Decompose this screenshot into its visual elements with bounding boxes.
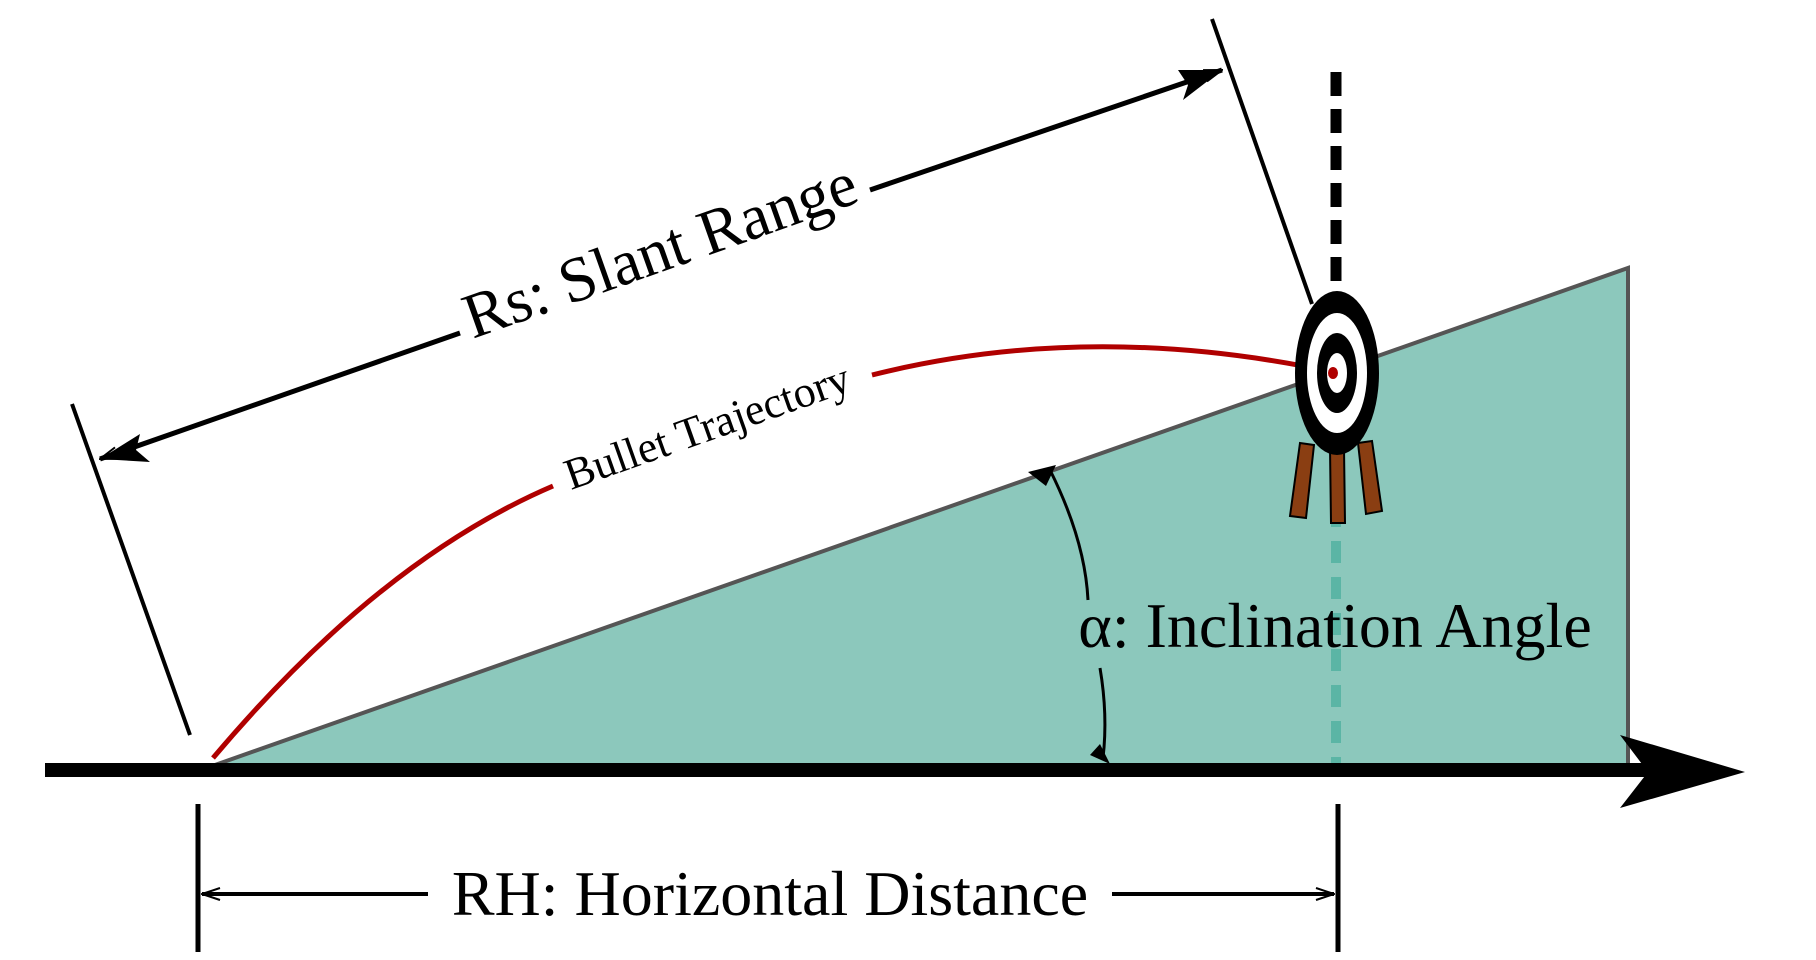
- angle-arrowhead-top: [1028, 465, 1056, 486]
- inclination-angle-label: α: Inclination Angle: [1078, 590, 1591, 661]
- bullet-trajectory-label: Bullet Trajectory: [558, 353, 857, 499]
- slant-arrowhead-left: [100, 434, 150, 462]
- bullet-trajectory: [211, 483, 554, 760]
- slant-end-extension: [1210, 18, 1314, 305]
- slant-range-arrow-left: [100, 330, 461, 462]
- inclination-angle-arc: [1098, 667, 1107, 759]
- slant-arrowhead-right: [1178, 70, 1222, 100]
- archery-target-icon: [1288, 72, 1384, 524]
- inclination-angle-arc: [1048, 469, 1090, 601]
- angle-arrowhead-bottom: [1090, 744, 1110, 764]
- bullet-trajectory: [871, 344, 1334, 378]
- slant-range-arrow-right: [869, 67, 1222, 193]
- slant-range-label: Rs: Slant Range: [454, 147, 866, 352]
- horizontal-distance-label: RH: Horizontal Distance: [452, 858, 1088, 929]
- axis-arrowhead: [1620, 735, 1745, 808]
- slant-start-extension: [70, 403, 192, 736]
